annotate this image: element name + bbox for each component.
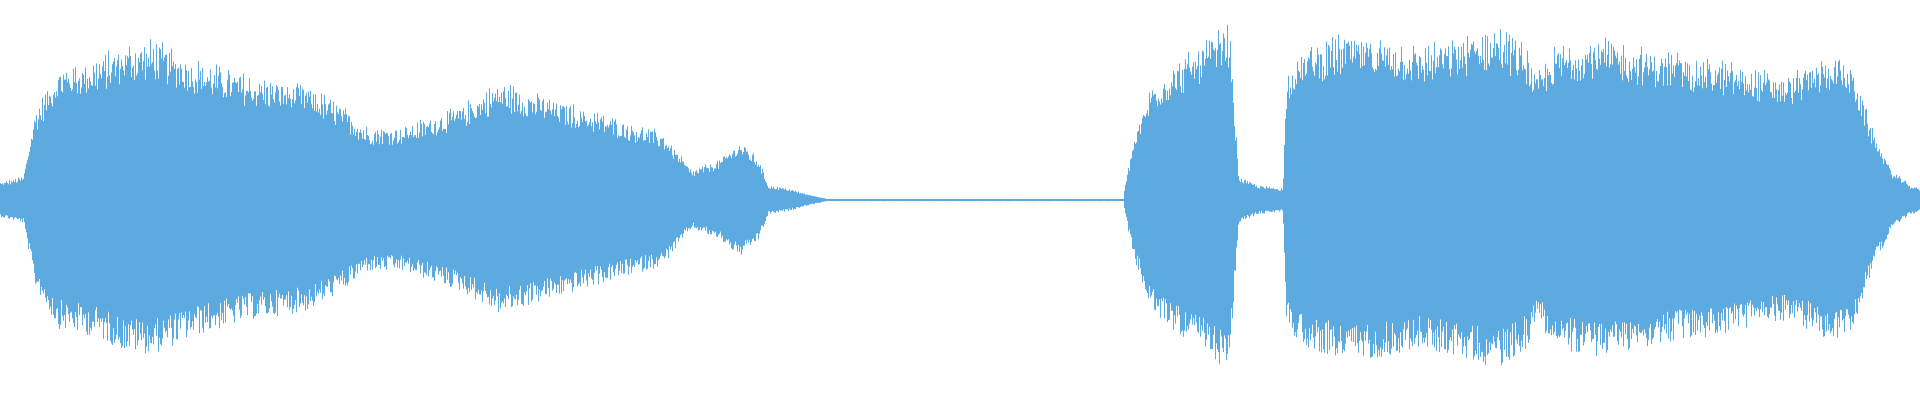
waveform-peaks [0,24,1920,366]
waveform-amplitude-trace [0,24,1920,366]
